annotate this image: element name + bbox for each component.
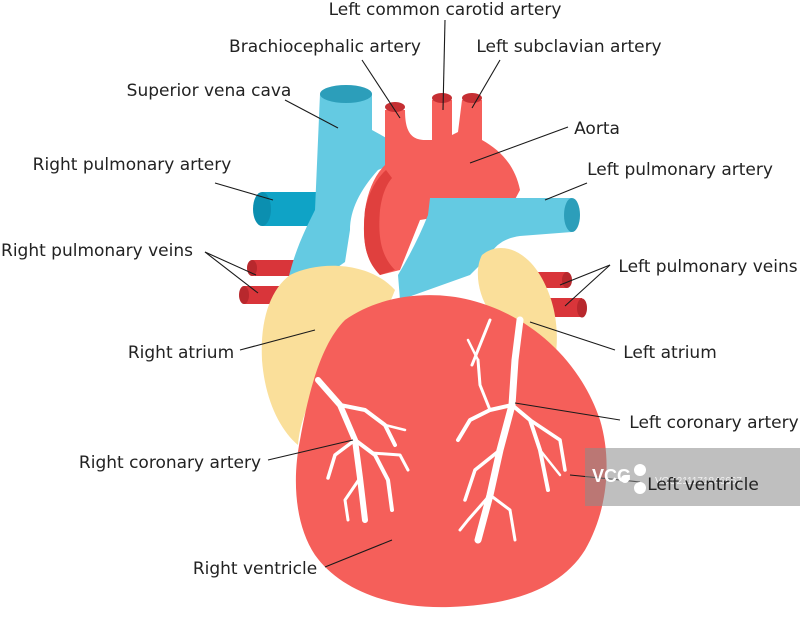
left-pulmonary-artery-shape [398,198,580,300]
pointer-right-coronary-artery [267,439,354,461]
pointer-left-common-carotid [442,19,446,111]
label-aorta: Aorta [574,119,620,139]
watermark-code: VCG211171846667 [655,476,742,487]
label-brachiocephalic-artery: Brachiocephalic artery [229,37,421,57]
label-right-pulmonary-veins: Right pulmonary veins [1,241,193,261]
label-superior-vena-cava: Superior vena cava [127,81,292,101]
left-coronary-artery-shape [456,316,567,544]
label-left-subclavian-artery: Left subclavian artery [476,37,661,57]
pointer-right-pulmonary-artery [214,182,274,201]
labels: Left common carotid artery Brachiocephal… [1,0,799,579]
watermark-brand: VCG [592,466,631,486]
watermark-logo-icon [621,464,646,494]
right-pulmonary-veins-shape [239,260,296,304]
pointer-aorta [469,126,569,164]
label-left-pulmonary-veins: Left pulmonary veins [618,257,797,277]
label-left-ventricle: Left ventricle [647,475,759,495]
ventricles-shape [295,295,607,608]
superior-vena-cava-shape [288,85,390,290]
pointer-right-ventricle [324,539,393,568]
right-coronary-artery-shape [315,377,410,523]
pointer-brachiocephalic [361,59,401,119]
pointer-right-pulmonary-veins-1 [204,251,257,276]
label-right-ventricle: Right ventricle [193,559,317,579]
label-left-pulmonary-artery: Left pulmonary artery [587,160,773,180]
pointer-right-pulmonary-veins-2 [204,251,259,294]
label-right-pulmonary-artery: Right pulmonary artery [33,155,232,175]
pointer-left-subclavian [471,59,501,109]
right-pulmonary-artery-shape [253,192,318,226]
pointer-lines [204,19,641,568]
left-atrium-shape [477,247,557,360]
pointer-superior-vena-cava [284,99,339,129]
label-left-common-carotid-artery: Left common carotid artery [329,0,562,20]
pointer-left-atrium [529,321,616,351]
label-left-coronary-artery: Left coronary artery [629,413,798,433]
label-right-coronary-artery: Right coronary artery [79,453,261,473]
pointer-left-pulmonary-veins-1 [559,264,611,286]
watermark-band [585,448,800,506]
label-right-atrium: Right atrium [128,343,234,363]
pointer-left-coronary-artery [514,402,621,421]
label-left-atrium: Left atrium [623,343,717,363]
watermark: VCG VCG211171846667 [585,448,800,506]
pointer-left-pulmonary-artery [544,182,588,201]
pointer-right-atrium [239,329,316,351]
pointer-left-pulmonary-veins-2 [564,264,611,307]
